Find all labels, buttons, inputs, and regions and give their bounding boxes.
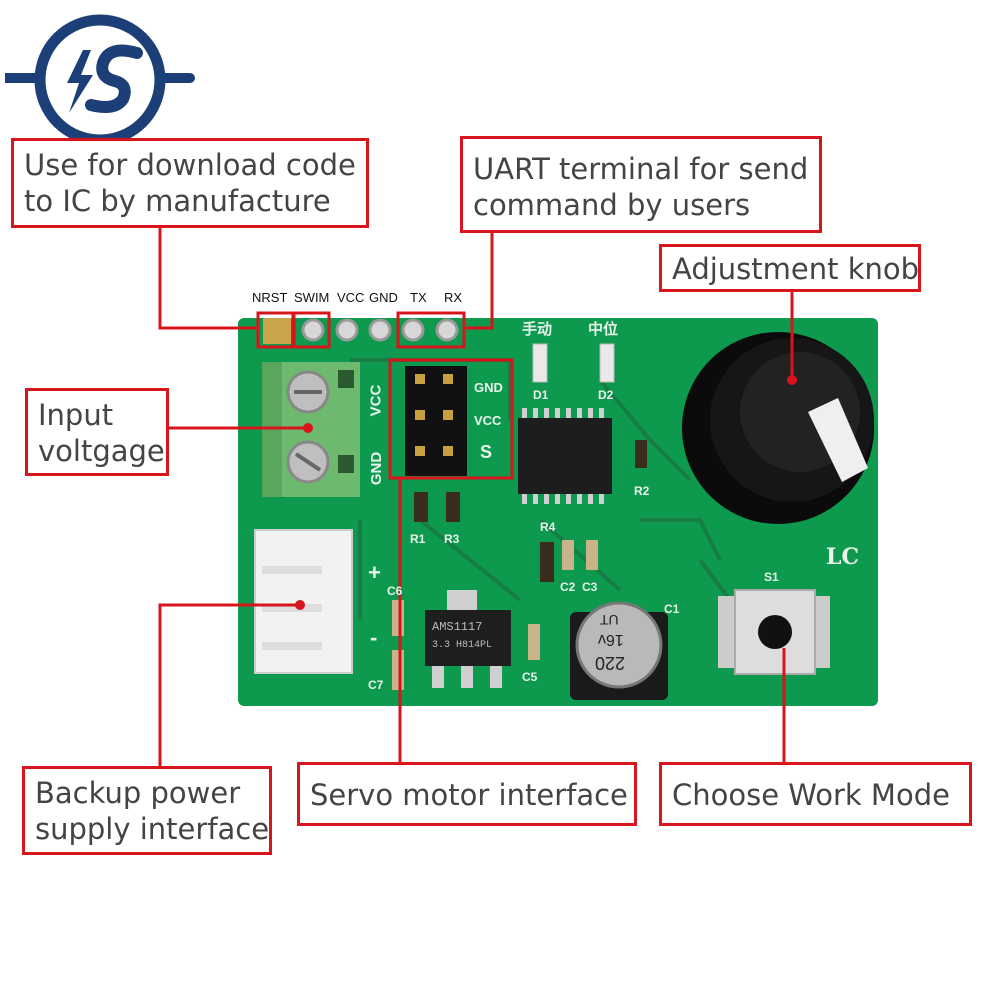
silk-r2: R2: [634, 484, 650, 498]
silk-c1: C1: [664, 602, 680, 616]
silk-c5: C5: [522, 670, 538, 684]
silk-minus: -: [370, 625, 378, 650]
cap-marking-2: 16v: [598, 631, 624, 648]
callout-uart-line2: command by users: [473, 188, 751, 222]
silk-header-vcc: VCC: [474, 413, 502, 428]
silk-header-gnd: GND: [474, 380, 503, 395]
silk-d1: D1: [533, 388, 549, 402]
tactile-switch: [718, 589, 830, 675]
callout-backup-power: Backup power supply interface: [22, 766, 272, 855]
microcontroller-chip: [518, 408, 612, 504]
callout-leaders: [158, 228, 794, 766]
callout-download-line2: to IC by manufacture: [24, 184, 331, 218]
callout-input-line1: Input: [38, 398, 114, 432]
electrolytic-capacitor: [570, 601, 668, 700]
cap-marking-3: UT: [600, 612, 619, 628]
silk-lc: LC: [826, 544, 859, 570]
callout-input-line2: voltgage: [38, 434, 165, 468]
silk-c3: C3: [582, 580, 598, 594]
silk-mode-center: 中位: [588, 321, 619, 338]
pin-label-swim: SWIM: [294, 290, 330, 305]
pin-label-tx: TX: [410, 290, 427, 305]
silk-s1: S1: [764, 570, 779, 584]
silk-r1: R1: [410, 532, 426, 546]
pin-label-nrst: NRST: [252, 290, 288, 305]
callout-adjustment-knob: Adjustment knob: [659, 244, 921, 292]
callout-servo-interface: Servo motor interface: [297, 762, 637, 826]
callout-uart-terminal: UART terminal for send command by users: [460, 136, 822, 233]
silk-d2: D2: [598, 388, 614, 402]
pin-label-vcc: VCC: [337, 290, 365, 305]
silk-r3: R3: [444, 532, 460, 546]
brand-logo: [5, 14, 195, 146]
callout-uart-line1: UART terminal for send: [473, 152, 809, 186]
regulator-marking-2: 3.3 H814PL: [432, 640, 493, 651]
silk-header-s: S: [480, 442, 493, 462]
adjustment-knob: [682, 332, 874, 524]
silk-plus: +: [368, 560, 381, 585]
silk-r4: R4: [540, 520, 556, 534]
voltage-regulator: [425, 590, 511, 688]
pin-label-gnd: GND: [369, 290, 398, 305]
silk-c2: C2: [560, 580, 576, 594]
callout-backup-line2: supply interface: [35, 812, 270, 846]
callout-download-line1: Use for download code: [24, 148, 356, 182]
silk-terminal-gnd: GND: [368, 451, 386, 486]
servo-header-pins: [405, 366, 467, 476]
silk-terminal-vcc: VCC: [367, 384, 385, 417]
callout-download-code: Use for download code to IC by manufactu…: [11, 138, 369, 228]
silk-mode-manual: 手动: [522, 321, 553, 338]
pin-label-rx: RX: [444, 290, 463, 305]
regulator-marking-1: AMS1117: [432, 620, 483, 634]
silk-c6: C6: [387, 584, 403, 598]
programming-header: [263, 318, 459, 344]
callout-backup-line1: Backup power: [35, 776, 241, 810]
callout-work-mode: Choose Work Mode: [659, 762, 972, 826]
cap-marking-1: 220: [595, 653, 626, 673]
callout-input-voltage: Input voltgage: [25, 388, 169, 476]
silk-c7: C7: [368, 678, 384, 692]
